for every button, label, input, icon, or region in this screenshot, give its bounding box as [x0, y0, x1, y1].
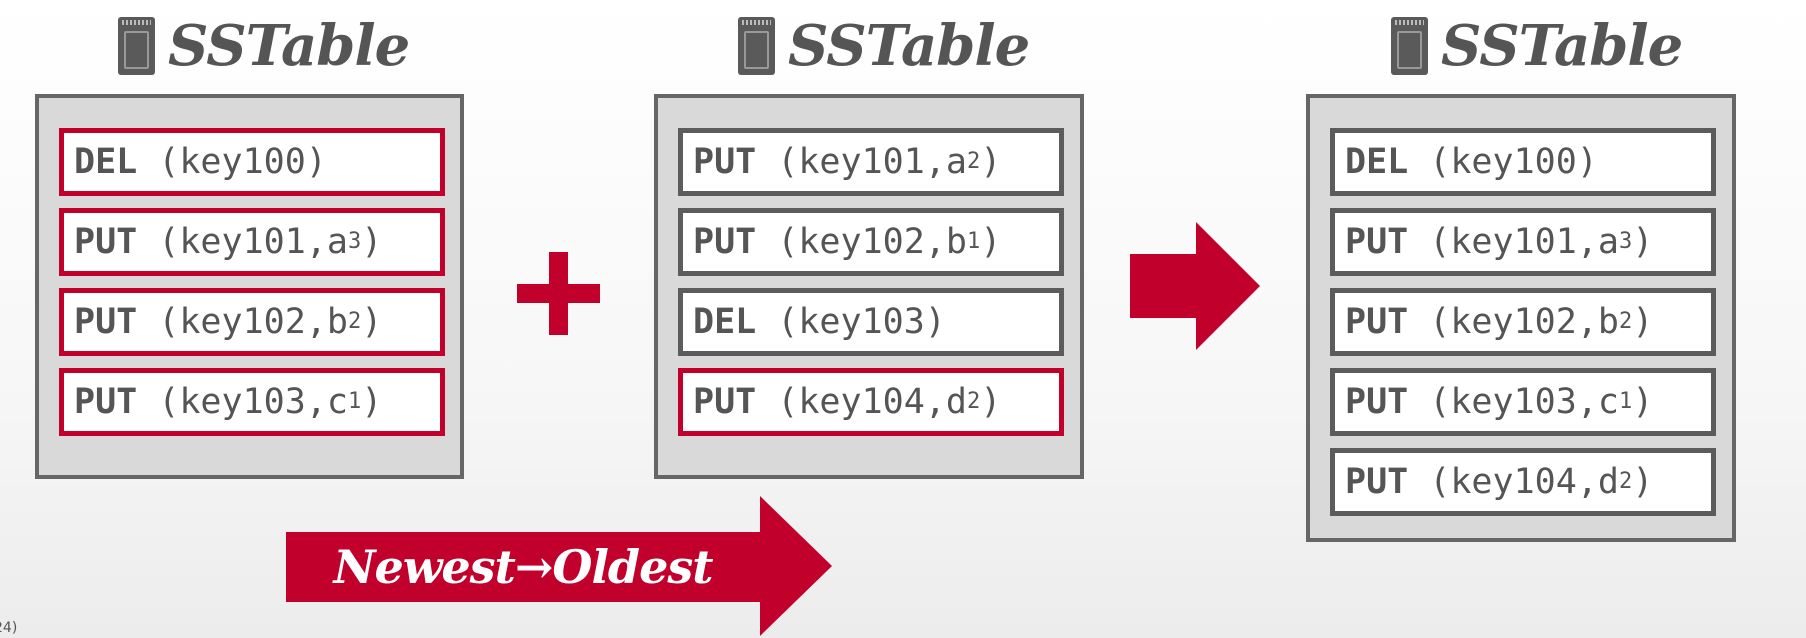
- footnote: 24): [0, 620, 18, 636]
- entry-op: DEL: [1345, 142, 1409, 182]
- sstable-title-text: SSTable: [788, 13, 1030, 79]
- sstable-entry: DEL (key100): [1330, 128, 1716, 196]
- entry-op: PUT: [74, 382, 138, 422]
- entry-op: DEL: [74, 142, 138, 182]
- entry-op: PUT: [1345, 462, 1409, 502]
- sstable-1-title: SSTable: [118, 6, 410, 86]
- entry-op: PUT: [74, 302, 138, 342]
- entry-op: PUT: [693, 222, 757, 262]
- plus-icon: [517, 252, 600, 335]
- entry-op: PUT: [693, 382, 757, 422]
- sstable-title-text: SSTable: [1441, 13, 1683, 79]
- entry-op: PUT: [693, 142, 757, 182]
- right-arrow-icon: [1130, 222, 1260, 350]
- sstable-2-title: SSTable: [738, 6, 1030, 86]
- sstable-entry: DEL (key103): [678, 288, 1064, 356]
- entry-op: PUT: [1345, 382, 1409, 422]
- ssd-drive-icon: [1391, 17, 1428, 75]
- sstable-title-text: SSTable: [168, 13, 410, 79]
- entry-op: DEL: [693, 302, 757, 342]
- ssd-drive-icon: [118, 17, 155, 75]
- ssd-drive-icon: [738, 17, 775, 75]
- entry-op: PUT: [1345, 222, 1409, 262]
- entry-op: PUT: [74, 222, 138, 262]
- sstable-entry: DEL (key100): [59, 128, 445, 196]
- sstable-3-title: SSTable: [1391, 6, 1683, 86]
- entry-op: PUT: [1345, 302, 1409, 342]
- order-arrow: [286, 496, 832, 636]
- order-label: Newest→Oldest: [333, 540, 714, 594]
